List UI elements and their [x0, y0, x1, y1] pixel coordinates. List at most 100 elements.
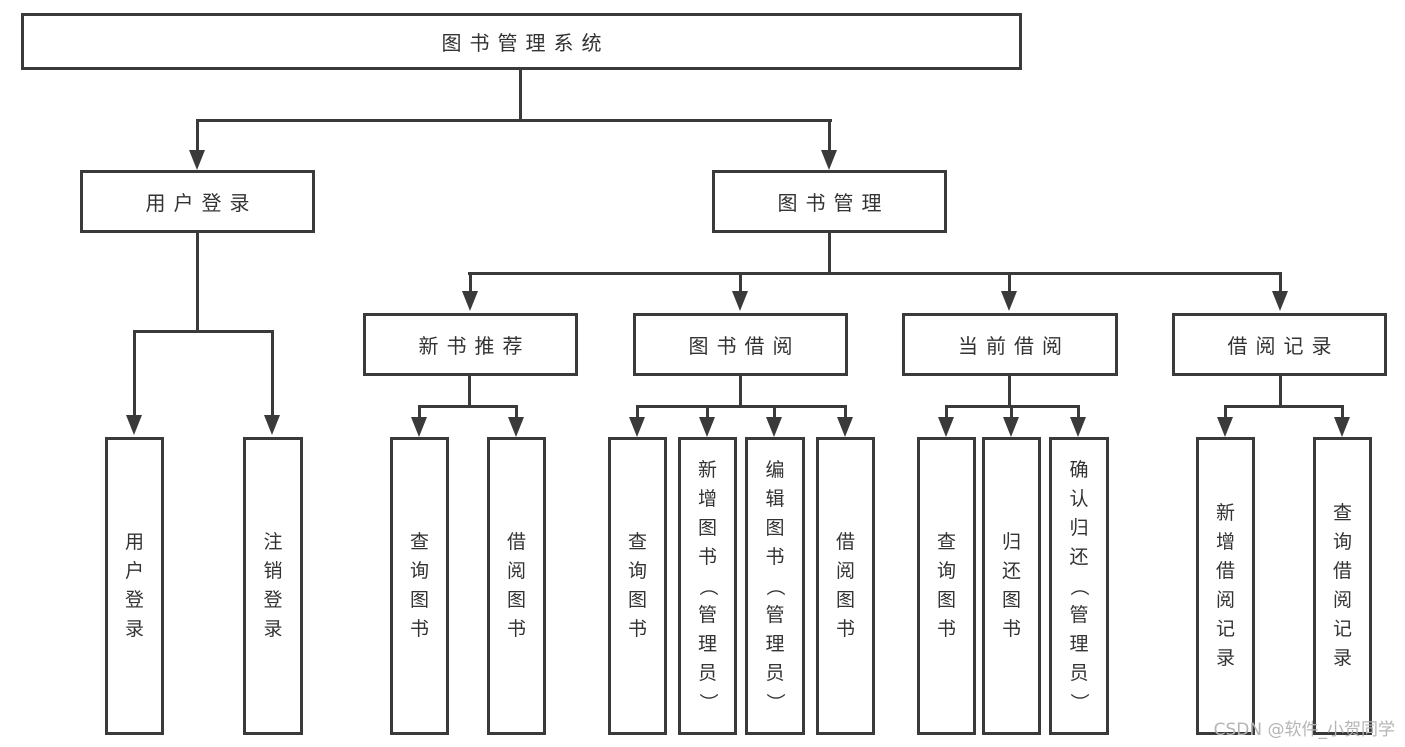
leaf-add-borrow-record: 新增借阅记录: [1196, 437, 1255, 735]
connector-vline: [1279, 375, 1282, 408]
connector-hline: [133, 330, 274, 333]
vertical-char: 图: [627, 589, 647, 611]
connector-vline: [1224, 405, 1227, 419]
vertical-char: 图: [409, 589, 429, 611]
vertical-char: 还: [1001, 560, 1021, 582]
vertical-char: 销: [263, 560, 283, 582]
vertical-char: ）: [1068, 692, 1091, 712]
vertical-char: 借: [1332, 560, 1352, 582]
leaf-borrow-books: 借阅图书: [816, 437, 875, 735]
leaf-query-borrow-record: 查询借阅记录: [1313, 437, 1372, 735]
arrow-down-icon: [938, 417, 954, 437]
node-book-borrow: 图书借阅: [633, 313, 848, 376]
arrow-down-icon: [462, 291, 478, 311]
arrow-down-icon: [411, 417, 427, 437]
arrow-down-icon: [126, 415, 142, 435]
vertical-char: 管: [697, 603, 717, 626]
arrow-down-icon: [1003, 417, 1019, 437]
watermark: CSDN @软件_小贺同学: [1213, 720, 1395, 740]
vertical-char: 管: [765, 603, 785, 626]
connector-vline: [1008, 272, 1011, 293]
leaf-add-books-admin: 新增图书（管理员）: [678, 437, 737, 735]
connector-vline: [1341, 405, 1344, 419]
node-new-book-recommend: 新书推荐: [363, 313, 578, 376]
vertical-char: 阅: [1332, 589, 1352, 611]
vertical-char: 书: [835, 618, 855, 640]
node-book-management: 图书管理: [712, 170, 947, 233]
vertical-char: 新: [697, 458, 717, 481]
arrow-down-icon: [508, 417, 524, 437]
vertical-char: ）: [764, 692, 787, 712]
arrow-down-icon: [1334, 417, 1350, 437]
vertical-char: 图: [765, 516, 785, 539]
arrow-down-icon: [1272, 291, 1288, 311]
vertical-char: 员: [765, 661, 785, 684]
leaf-user-login: 用户登录: [105, 437, 164, 735]
arrow-down-icon: [732, 291, 748, 311]
leaf-borrow-books-recommend: 借阅图书: [487, 437, 546, 735]
vertical-char: 增: [697, 487, 717, 510]
vertical-char: 图: [936, 589, 956, 611]
vertical-char: 理: [765, 632, 785, 655]
vertical-char: 询: [627, 560, 647, 582]
vertical-char: 图: [506, 589, 526, 611]
connector-vline: [739, 375, 742, 408]
vertical-char: 编: [765, 458, 785, 481]
vertical-char: 阅: [835, 560, 855, 582]
connector-vline: [519, 69, 522, 121]
vertical-char: 书: [506, 618, 526, 640]
vertical-char: 书: [627, 618, 647, 640]
vertical-char: 查: [936, 531, 956, 553]
vertical-char: 记: [1215, 618, 1235, 640]
arrow-down-icon: [699, 417, 715, 437]
vertical-char: 登: [124, 589, 144, 611]
vertical-char: 书: [765, 545, 785, 568]
connector-vline: [706, 405, 709, 419]
connector-vline: [1279, 272, 1282, 293]
node-current-borrow: 当前借阅: [902, 313, 1118, 376]
connector-vline: [945, 405, 948, 419]
leaf-return-books: 归还图书: [982, 437, 1041, 735]
vertical-char: 录: [124, 618, 144, 640]
connector-vline: [1077, 405, 1080, 419]
vertical-char: 注: [263, 531, 283, 553]
vertical-char: 员: [697, 661, 717, 684]
vertical-char: 查: [627, 531, 647, 553]
arrow-down-icon: [1217, 417, 1233, 437]
vertical-char: 书: [409, 618, 429, 640]
vertical-char: 阅: [506, 560, 526, 582]
leaf-logout: 注销登录: [243, 437, 303, 735]
node-borrow-records: 借阅记录: [1172, 313, 1387, 376]
connector-vline: [515, 405, 518, 419]
vertical-char: 员: [1069, 661, 1089, 684]
connector-vline: [844, 405, 847, 419]
arrow-down-icon: [766, 417, 782, 437]
connector-vline: [469, 272, 472, 293]
vertical-char: ）: [696, 692, 719, 712]
vertical-char: 询: [936, 560, 956, 582]
vertical-char: 查: [409, 531, 429, 553]
leaf-query-books-current: 查询图书: [917, 437, 976, 735]
vertical-char: 认: [1069, 487, 1089, 510]
vertical-char: 书: [697, 545, 717, 568]
arrow-down-icon: [1070, 417, 1086, 437]
leaf-query-books-borrow: 查询图书: [608, 437, 667, 735]
leaf-edit-books-admin: 编辑图书（管理员）: [745, 437, 805, 735]
vertical-char: 询: [409, 560, 429, 582]
vertical-char: 书: [936, 618, 956, 640]
vertical-char: （: [696, 576, 719, 596]
connector-vline: [828, 119, 831, 152]
vertical-char: 借: [1215, 560, 1235, 582]
connector-vline: [418, 405, 421, 419]
connector-vline: [271, 330, 274, 415]
arrow-down-icon: [837, 417, 853, 437]
arrow-down-icon: [629, 417, 645, 437]
node-root: 图书管理系统: [21, 13, 1022, 70]
connector-hline: [468, 272, 1281, 275]
connector-vline: [636, 405, 639, 419]
vertical-char: 图: [835, 589, 855, 611]
arrow-down-icon: [821, 150, 837, 170]
vertical-char: 用: [124, 531, 144, 553]
connector-vline: [1008, 375, 1011, 408]
